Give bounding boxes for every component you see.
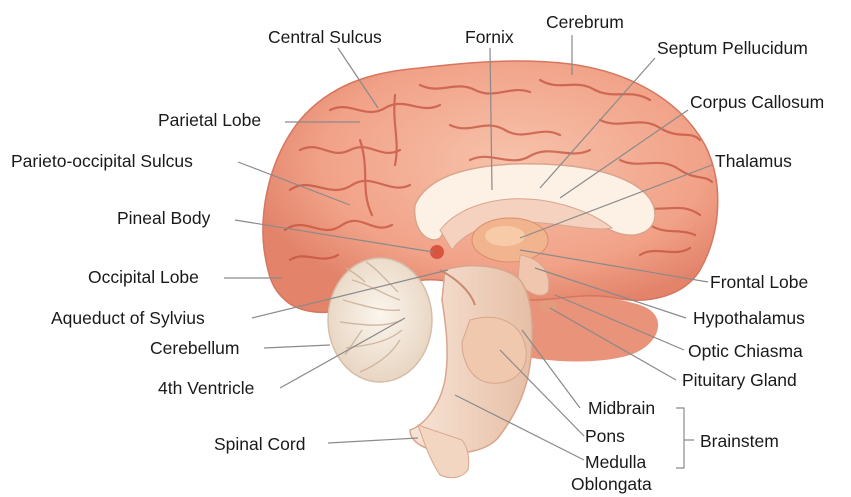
label-occipital-lobe: Occipital Lobe <box>88 267 199 287</box>
label-parietal-lobe: Parietal Lobe <box>158 110 261 130</box>
label-optic-chiasma: Optic Chiasma <box>688 341 803 361</box>
label-medulla: Medulla <box>585 452 646 472</box>
leader-4th-ventricle <box>280 318 405 388</box>
label-4th-ventricle: 4th Ventricle <box>158 378 254 398</box>
label-hypothalamus: Hypothalamus <box>693 308 805 328</box>
leader-cerebellum <box>264 345 330 348</box>
label-thalamus: Thalamus <box>715 151 792 171</box>
label-corpus-callosum: Corpus Callosum <box>690 92 824 112</box>
leader-pituitary-gland <box>550 308 676 380</box>
label-aqueduct-of-sylvius: Aqueduct of Sylvius <box>51 308 205 328</box>
label-pineal-body: Pineal Body <box>117 208 210 228</box>
label-oblongata: Oblongata <box>571 474 652 494</box>
label-frontal-lobe: Frontal Lobe <box>710 272 808 292</box>
leader-septum-pellucidum <box>540 58 655 188</box>
leader-hypothalamus <box>535 268 686 318</box>
label-cerebrum: Cerebrum <box>546 12 624 32</box>
leader-frontal-lobe <box>520 250 708 282</box>
leader-parieto-occipital <box>238 162 350 205</box>
brainstem-bracket <box>676 408 694 468</box>
leader-aqueduct <box>252 270 448 318</box>
label-spinal-cord: Spinal Cord <box>214 434 305 454</box>
label-central-sulcus: Central Sulcus <box>268 27 382 47</box>
leader-pineal-body <box>235 220 433 252</box>
label-septum-pellucidum: Septum Pellucidum <box>657 38 808 58</box>
leader-spinal-cord <box>328 438 418 443</box>
label-fornix: Fornix <box>465 27 514 47</box>
leader-midbrain <box>522 330 580 408</box>
leader-corpus-callosum <box>560 110 688 198</box>
leader-pons <box>500 350 584 436</box>
label-parieto-occipital-sulcus: Parieto-occipital Sulcus <box>11 151 193 171</box>
label-cerebellum: Cerebellum <box>150 338 239 358</box>
label-midbrain: Midbrain <box>588 398 655 418</box>
label-pituitary-gland: Pituitary Gland <box>682 370 797 390</box>
label-pons: Pons <box>585 426 625 446</box>
leader-medulla <box>455 395 584 460</box>
leader-thalamus <box>520 165 712 238</box>
label-brainstem: Brainstem <box>700 431 779 451</box>
leader-central-sulcus <box>338 48 378 108</box>
leader-fornix <box>490 48 492 190</box>
